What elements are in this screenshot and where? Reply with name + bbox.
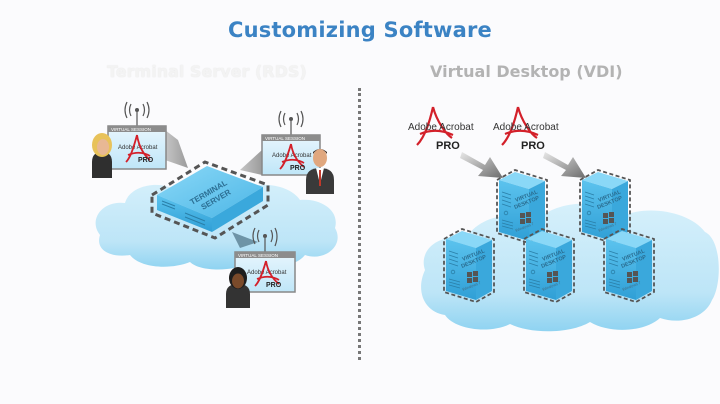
beam-session-1 [165,130,188,168]
acrobat-app-1-edition: PRO [436,140,460,152]
page-title: Customizing Software [227,18,493,42]
acrobat-app-1: Adobe Acrobat PRO [408,106,474,152]
terminal-server: TERMINAL SERVER [150,160,270,240]
power-button-icon [503,210,509,216]
session-3-app: Adobe Acrobat [247,270,287,276]
power-button-icon [586,210,592,216]
windows-logo-icon [547,271,558,283]
power-button-icon [450,269,456,275]
session-3-title: VIRTUAL SESSION [238,253,278,258]
power-button-icon [530,269,536,275]
beam-session-2 [240,150,262,175]
virtual-session-window-3: VIRTUAL SESSION Adobe Acrobat PRO [226,227,296,308]
windows-logo-icon [603,212,614,224]
session-2-edition: PRO [290,165,306,172]
arrow-icon [460,152,503,178]
wifi-antenna-icon [252,227,278,252]
user-avatar-dark-haired-woman [226,267,250,308]
terminal-server-heading: Terminal Server (RDS) [107,62,307,81]
session-1-app: Adobe Acrobat [118,145,158,151]
session-2-title: VIRTUAL SESSION [265,136,305,141]
acrobat-logo-icon [279,143,305,170]
windows-logo-icon [467,271,478,283]
windows-logo-icon [627,271,638,283]
wifi-antenna-icon [124,101,150,126]
acrobat-logo-icon [254,260,280,287]
session-1-edition: PRO [138,157,154,164]
user-avatar-blonde-woman [92,133,112,178]
virtual-session-window-1: VIRTUAL SESSION Adobe Acrobat PRO [92,101,167,178]
arrow-icon [543,152,586,178]
acrobat-logo-icon [125,134,151,163]
user-avatar-businessman [306,149,334,194]
windows-logo-icon [520,212,531,224]
acrobat-logo-icon [416,106,454,146]
acrobat-app-2: Adobe Acrobat PRO [493,106,559,152]
beam-session-3 [232,232,258,248]
session-1-title: VIRTUAL SESSION [111,127,151,132]
acrobat-app-1-name: Adobe Acrobat [408,122,474,133]
session-3-edition: PRO [266,282,282,289]
acrobat-logo-icon [501,106,539,146]
session-2-app: Adobe Acrobat [272,153,312,159]
virtual-desktop-heading: Virtual Desktop (VDI) [430,62,623,81]
section-divider [358,88,361,360]
wifi-antenna-icon [278,110,304,135]
power-button-icon [610,269,616,275]
virtual-session-window-2: VIRTUAL SESSION Adobe Acrobat PRO [261,110,334,194]
acrobat-app-2-edition: PRO [521,140,545,152]
acrobat-app-2-name: Adobe Acrobat [493,122,559,133]
